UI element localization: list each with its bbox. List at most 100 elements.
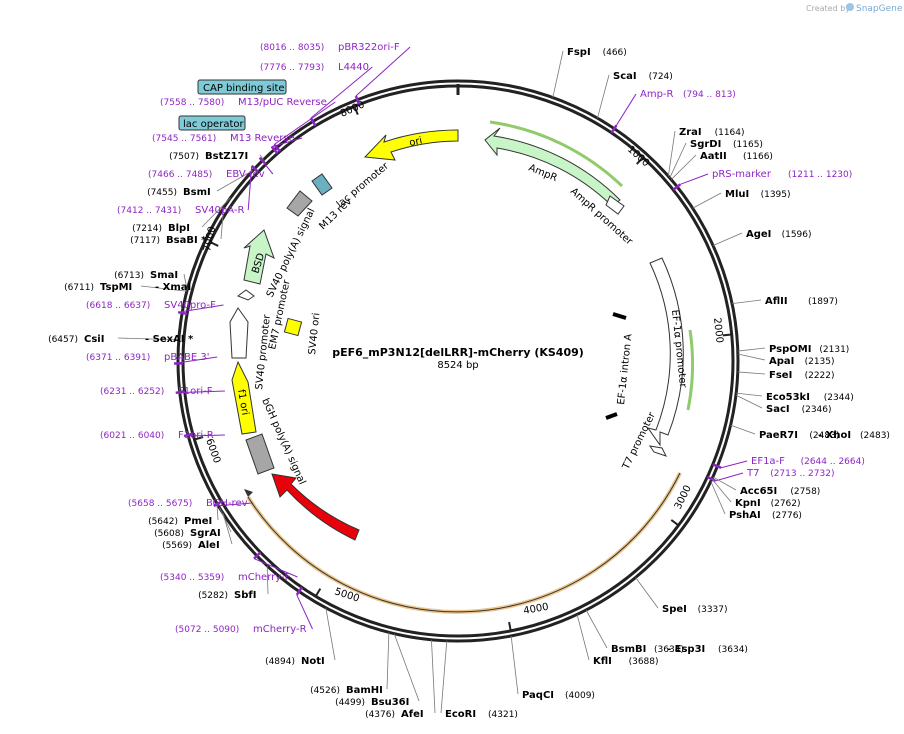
- svg-text:lac operator: lac operator: [183, 119, 244, 130]
- enzyme-label: ScaI: [613, 71, 637, 82]
- feature-t7-promoter: [648, 445, 667, 457]
- enzyme-connector: [711, 478, 732, 503]
- primer-connector: [355, 46, 411, 97]
- enzyme-connector: [710, 481, 726, 515]
- enzyme-label: SbfI: [234, 590, 256, 601]
- enzyme-connector: [736, 392, 763, 397]
- primer-range: (6618 .. 6637): [86, 301, 150, 311]
- enzyme-connector: [737, 347, 766, 352]
- credit-text: Created by: [806, 4, 850, 13]
- enzyme-position: (5282): [198, 591, 228, 601]
- primer-connector: [715, 472, 744, 482]
- primer-connector: [253, 558, 298, 578]
- enzyme-connector: [669, 142, 687, 179]
- primer-mark: [672, 183, 682, 191]
- enzyme-label: PaqCI: [522, 690, 554, 701]
- primer-connector: [213, 502, 253, 507]
- enzyme-label: BsaBI *: [166, 235, 207, 246]
- enzyme-label: KpnI: [735, 498, 761, 509]
- enzyme-connector: [510, 635, 519, 695]
- orf-ampr: [489, 120, 624, 188]
- primer-range: (7412 .. 7431): [117, 206, 181, 216]
- connector-layer: [117, 46, 766, 714]
- enzyme-connector: [431, 639, 436, 714]
- enzyme-position: (7455): [147, 188, 177, 198]
- feature-mcherry: [271, 473, 360, 541]
- feature-intron-bottom: [605, 412, 618, 420]
- enzyme-label: PaeR7I: [759, 430, 798, 441]
- enzyme-connector: [737, 371, 766, 375]
- orf-ef1a: [686, 329, 695, 411]
- enzyme-connector: [552, 50, 564, 98]
- enzyme-position: (7214): [132, 224, 162, 234]
- primer-label: M13 Reverse: [230, 133, 295, 144]
- primer-label: SV40pA-R: [195, 205, 244, 216]
- enzyme-connector: [325, 607, 336, 661]
- svg-text:CAP binding site: CAP binding site: [203, 83, 285, 94]
- enzyme-position: (724): [649, 72, 673, 82]
- enzyme-position: (3634): [718, 645, 748, 655]
- plasmid-length: 8524 bp: [437, 360, 478, 371]
- feature-em7-promoter: [236, 289, 255, 301]
- enzyme-connector: [440, 640, 448, 714]
- tick-mark: [209, 241, 219, 247]
- tick-label: 7000: [202, 225, 218, 252]
- primer-connector: [273, 101, 336, 145]
- primer-mark: [250, 164, 260, 173]
- primer-range: (6371 .. 6391): [86, 353, 150, 363]
- primer-connector: [310, 66, 373, 119]
- enzyme-label: SpeI: [662, 604, 687, 615]
- enzyme-position: (2222): [805, 371, 835, 381]
- enzyme-label: AleI: [198, 540, 220, 551]
- enzyme-label: Eco53kI: [766, 392, 810, 403]
- primer-connector: [271, 137, 303, 148]
- enzyme-position: (2135): [805, 357, 835, 367]
- enzyme-label: TspMI: [100, 282, 132, 293]
- enzyme-position: (4526): [310, 686, 340, 696]
- enzyme-label: - SexAI *: [145, 334, 194, 345]
- tick-mark: [722, 333, 732, 337]
- enzyme-label: BamHI: [346, 685, 383, 696]
- enzyme-label: CsiI: [84, 334, 104, 345]
- feature-ef1a-promoter: [646, 257, 684, 447]
- primer-label: M13/pUC Reverse: [238, 97, 327, 108]
- enzyme-connector: [386, 632, 390, 690]
- primer-label: BGH-rev: [206, 498, 248, 509]
- enzyme-position: (3688): [629, 657, 659, 667]
- enzyme-connector: [220, 207, 224, 240]
- primer-range: (2644 .. 2664): [801, 457, 865, 467]
- enzyme-label: Acc65I: [740, 486, 777, 497]
- primer-label: EBV-rev: [226, 169, 265, 180]
- primer-mark: [295, 586, 303, 596]
- primer-label: pRS-marker: [712, 169, 772, 180]
- enzyme-label: FseI: [769, 370, 792, 381]
- enzyme-position: (4009): [565, 691, 595, 701]
- enzyme-position: (4499): [335, 698, 365, 708]
- tick-mark: [670, 519, 680, 527]
- feature-bgh-polya: [245, 433, 275, 475]
- enzyme-connector: [393, 633, 420, 702]
- enzyme-label: BstZ17I: [205, 151, 248, 162]
- enzyme-position: (5608): [154, 529, 184, 539]
- enzyme-connector: [670, 154, 697, 180]
- enzyme-position: (2344): [824, 393, 854, 403]
- enzyme-position: (1166): [743, 152, 773, 162]
- primer-connector: [616, 93, 637, 126]
- primer-connector: [178, 304, 224, 313]
- primer-mark: [253, 551, 262, 560]
- tick-mark: [194, 436, 204, 441]
- enzyme-label: SgrDI: [690, 139, 721, 150]
- primer-range: (6231 .. 6252): [100, 387, 164, 397]
- plasmid-title: pEF6_mP3N12[delLRR]-mCherry (KS409): [332, 346, 584, 359]
- enzyme-position: (6457): [48, 335, 78, 345]
- primer-connector: [680, 173, 709, 185]
- feature-ori-label: ori: [408, 135, 423, 148]
- feature-sv40-ori-label: SV40 ori: [307, 312, 322, 355]
- enzyme-position: (1165): [733, 140, 763, 150]
- enzyme-label: SacI: [766, 404, 790, 415]
- enzyme-connector: [730, 424, 756, 435]
- enzyme-connector: [266, 565, 269, 595]
- enzyme-label: SgrAI: [190, 528, 221, 539]
- feature-ori: [363, 129, 459, 161]
- feature-intron-top: [612, 312, 627, 320]
